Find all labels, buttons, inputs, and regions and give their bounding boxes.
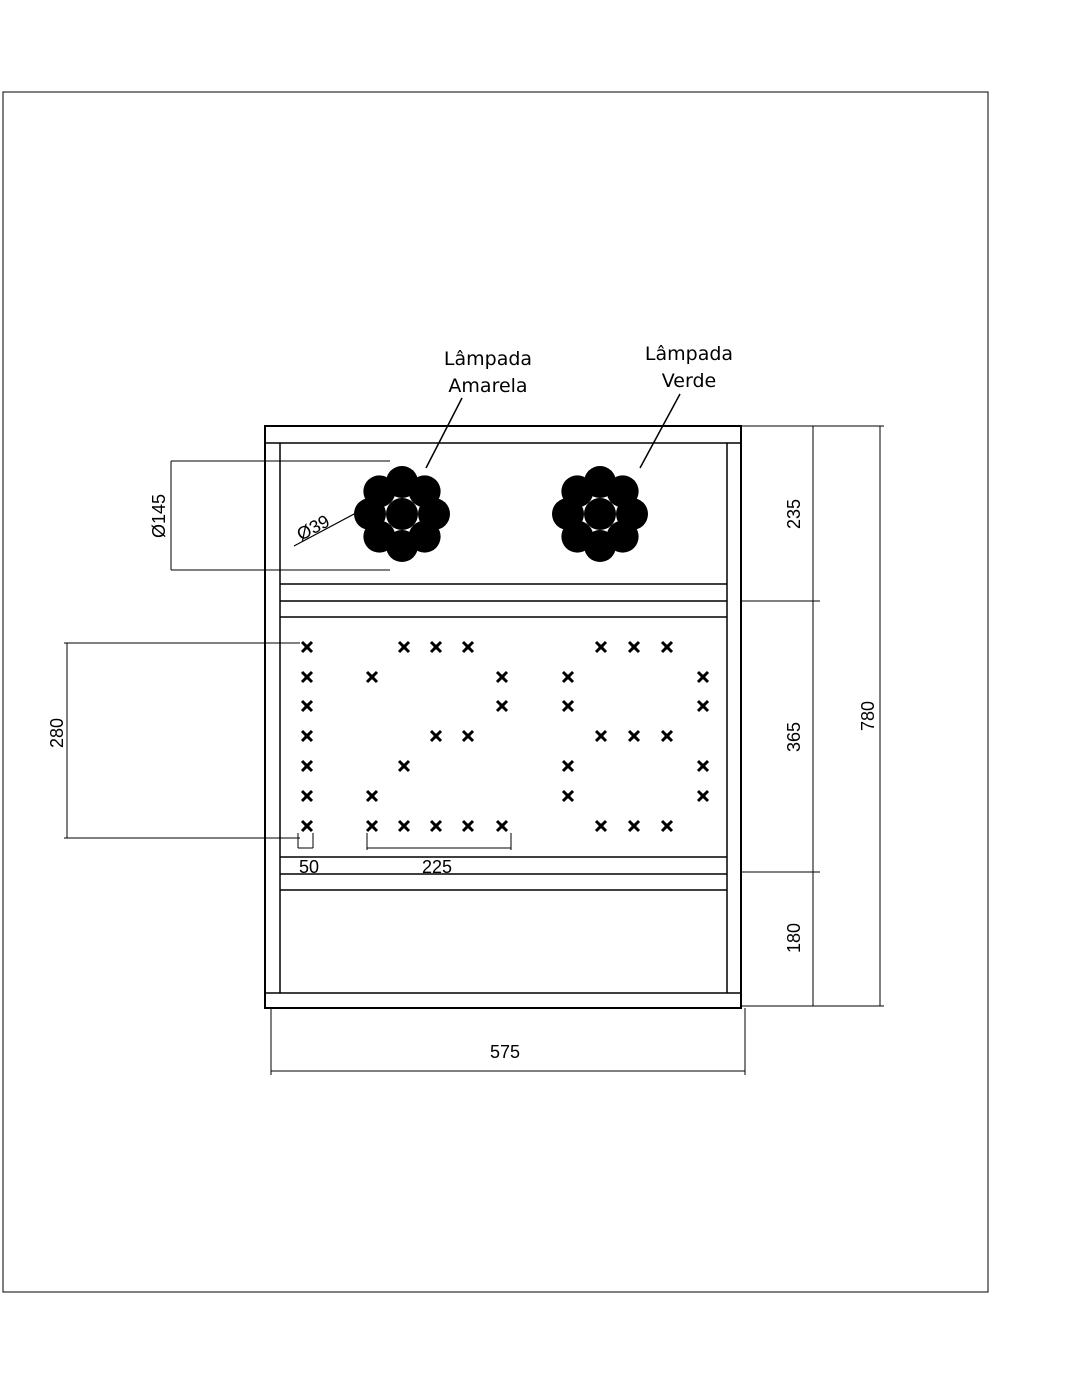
matrix-led	[429, 819, 443, 833]
matrix-led	[397, 819, 411, 833]
lamp-yellow-label-line1: Lâmpada	[444, 348, 532, 370]
dimension-right-chain	[741, 425, 884, 1007]
lamp-yellow-leader	[425, 397, 463, 469]
matrix-led	[660, 819, 674, 833]
led-dot	[408, 475, 441, 508]
dimension-diameter-145-label: Ø145	[149, 494, 169, 538]
matrix-led	[300, 819, 314, 833]
matrix-led	[300, 729, 314, 743]
matrix-led	[461, 819, 475, 833]
dimension-780-label: 780	[858, 701, 878, 731]
matrix-led	[594, 640, 608, 654]
dimension-575-label: 575	[490, 1042, 520, 1062]
dimension-180-label: 180	[784, 923, 804, 953]
sheet-border	[2, 91, 989, 1293]
matrix-led	[594, 819, 608, 833]
matrix-led	[495, 819, 509, 833]
lamp-green-label-line2: Verde	[662, 370, 716, 392]
dimension-280	[64, 642, 300, 839]
matrix-led	[365, 789, 379, 803]
matrix-led	[627, 729, 641, 743]
dimension-225	[366, 833, 512, 850]
dimension-365-label: 365	[784, 722, 804, 752]
matrix-led	[561, 759, 575, 773]
matrix-led	[300, 789, 314, 803]
matrix-led	[300, 699, 314, 713]
matrix-led	[495, 699, 509, 713]
matrix-led	[397, 759, 411, 773]
matrix-led	[696, 759, 710, 773]
lamp-green-leader	[639, 393, 681, 469]
led-dot	[606, 475, 639, 508]
matrix-led	[300, 759, 314, 773]
matrix-led	[696, 789, 710, 803]
dimension-575	[270, 1008, 746, 1075]
lamp-green	[552, 466, 648, 562]
dimension-50	[297, 833, 314, 849]
matrix-led	[300, 640, 314, 654]
dimension-diameter-39-label: Ø39	[293, 511, 332, 545]
matrix-led	[300, 670, 314, 684]
dimension-50-label: 50	[299, 857, 319, 877]
matrix-led	[561, 699, 575, 713]
led-dot	[386, 498, 418, 530]
lamp-yellow-label-line2: Amarela	[448, 375, 527, 397]
led-dot	[584, 498, 616, 530]
matrix-led	[660, 729, 674, 743]
matrix-led	[365, 670, 379, 684]
matrix-led	[561, 789, 575, 803]
matrix-led	[365, 819, 379, 833]
matrix-led	[461, 640, 475, 654]
matrix-led	[429, 640, 443, 654]
dimension-280-label: 280	[47, 718, 67, 748]
matrix-led	[461, 729, 475, 743]
lamp-green-label-line1: Lâmpada	[645, 343, 733, 365]
matrix-led	[660, 640, 674, 654]
matrix-led	[594, 729, 608, 743]
cabinet-frame	[264, 425, 742, 1009]
dimension-225-label: 225	[422, 857, 452, 877]
matrix-led	[561, 670, 575, 684]
dimension-diameter-145	[170, 460, 390, 571]
dimension-235-label: 235	[784, 499, 804, 529]
matrix-led	[495, 670, 509, 684]
matrix-led	[627, 640, 641, 654]
matrix-led	[627, 819, 641, 833]
matrix-led	[696, 670, 710, 684]
lamp-yellow	[354, 466, 450, 562]
digit-display	[300, 640, 710, 833]
matrix-led	[429, 729, 443, 743]
matrix-led	[397, 640, 411, 654]
dimension-diameter-39-leader	[293, 496, 387, 547]
matrix-led	[696, 699, 710, 713]
